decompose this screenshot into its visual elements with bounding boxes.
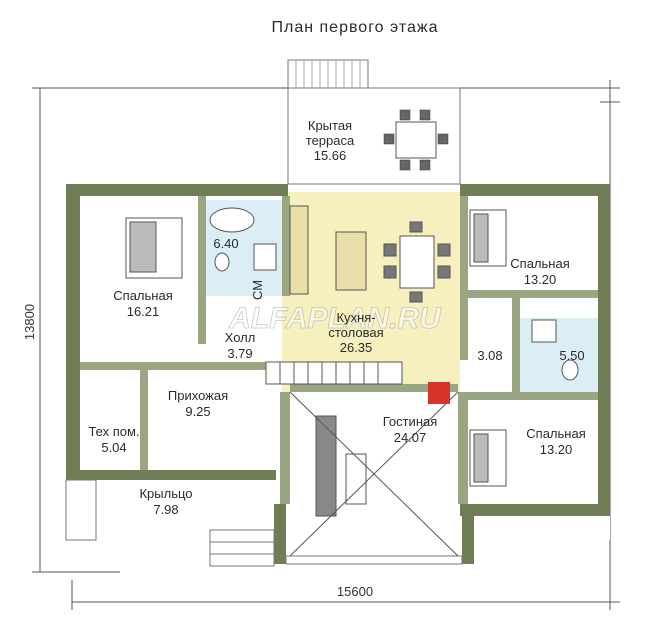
living-area: 24.07: [394, 430, 427, 445]
tech-room-name: Тех пом.: [88, 424, 139, 439]
fireplace: [428, 382, 450, 404]
beds: [125, 209, 507, 487]
watermark: ALFAPLAN.RU: [228, 302, 442, 335]
bath-fixtures: [209, 207, 579, 381]
stairs: [265, 361, 403, 385]
terrace-area: 15.66: [314, 148, 347, 163]
room-labels: Спальная 16.21 6.40 СМ Кухня- столовая 2…: [88, 236, 585, 517]
bath1-area: 6.40: [213, 236, 238, 251]
bedroom3-area: 13.20: [540, 442, 573, 457]
hall-name: Холл: [225, 330, 256, 345]
living-name: Гостиная: [383, 414, 438, 429]
kitchen-area: 26.35: [340, 340, 373, 355]
washer-code: СМ: [250, 280, 265, 300]
entry-name: Прихожая: [168, 388, 228, 403]
exterior-walls: [66, 184, 610, 565]
plan-title: План первого этажа: [272, 19, 439, 36]
bedroom2-name: Спальная: [510, 256, 569, 271]
bedroom3-name: Спальная: [526, 426, 585, 441]
width-dimension: 15600: [337, 584, 373, 599]
porch-name: Крыльцо: [139, 486, 192, 501]
tech-room-area: 5.04: [101, 440, 126, 455]
corridor-area: 3.08: [477, 348, 502, 363]
entry-area: 9.25: [185, 404, 210, 419]
kitchen-furniture: [289, 205, 451, 303]
porch-steps: [65, 479, 275, 567]
porch-area: 7.98: [153, 502, 178, 517]
bedroom1-name: Спальная: [113, 288, 172, 303]
living-furniture: [289, 391, 459, 557]
bath2-area: 5.50: [559, 348, 584, 363]
bedroom1-area: 16.21: [127, 304, 160, 319]
terrace-label-line2: терраса: [306, 133, 355, 148]
terrace-label-line1: Крытая: [308, 118, 352, 133]
kitchen-name-line2: столовая: [328, 325, 383, 340]
kitchen-name-line1: Кухня-: [336, 310, 375, 325]
height-dimension: 13800: [22, 304, 37, 340]
bedroom2-area: 13.20: [524, 272, 557, 287]
terrace: [287, 59, 461, 185]
hall-area: 3.79: [227, 346, 252, 361]
interior-walls: [80, 196, 598, 504]
